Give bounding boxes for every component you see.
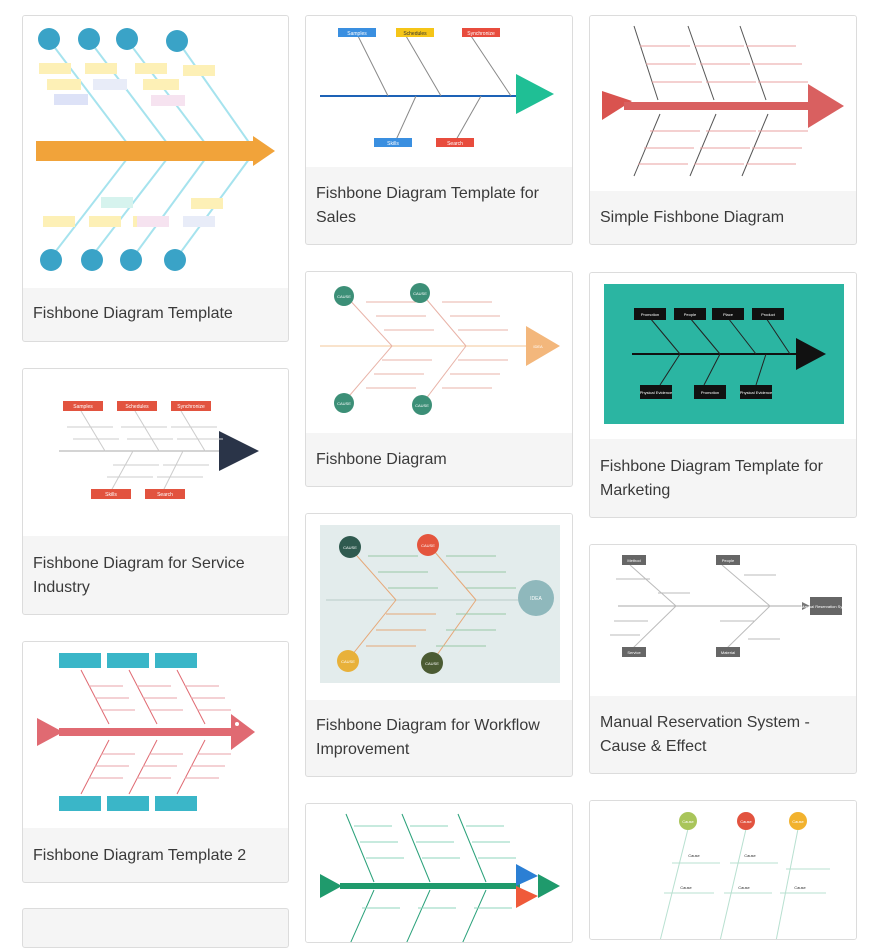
label-people: People [722,558,735,563]
template-thumbnail: Samples Schedules Synchronize Skills Sea… [23,369,288,536]
label-cause-3: Cause [792,819,804,824]
template-card-fishbone-marketing[interactable]: Promotion People Place Product Physical … [589,272,857,518]
label-service: Service [627,650,641,655]
template-thumbnail [23,16,288,288]
template-thumbnail [306,804,572,942]
template-card-fishbone-sales[interactable]: Samples Schedules Synchronize Skills Sea… [305,15,573,245]
template-thumbnail: Samples Schedules Synchronize Skills Sea… [306,16,572,167]
template-card-manual-reservation[interactable]: Method People Service Material Manual Re… [589,544,857,774]
template-title[interactable]: Fishbone Diagram Template 2 [33,847,247,864]
template-title[interactable]: Simple Fishbone Diagram [600,209,785,226]
label-cause-4: Cause [688,853,700,858]
label-cause-1: CAUSE [343,545,357,550]
template-card-fishbone-diagram[interactable]: CAUSE CAUSE CAUSE CAUSE IDEA Fishbone Di… [305,271,573,487]
label-samples: Samples [73,404,93,410]
template-title[interactable]: Fishbone Diagram Template for Sales [316,185,539,226]
template-card-fishbone-cause[interactable]: Cause Cause Cause Cause Cause Cause Caus… [589,800,857,940]
label-cause-1: Cause [682,819,694,824]
template-card-fishbone-diagram-template[interactable]: Fishbone Diagram Template [22,15,289,342]
label-promotion: Promotion [641,312,659,317]
label-place: Place [723,312,734,317]
label-cause-2: CAUSE [413,291,427,296]
label-search: Search [157,492,173,498]
label-cause-5: Cause [680,885,692,890]
template-title[interactable]: Fishbone Diagram [316,451,447,468]
label-cause-8: Cause [794,885,806,890]
label-skills: Skills [387,141,399,147]
label-cause-2: CAUSE [421,543,435,548]
label-cause-4: CAUSE [415,403,429,408]
label-cause-1: CAUSE [337,294,351,299]
label-skills: Skills [105,492,117,498]
label-cause-7: Cause [738,885,750,890]
label-schedules: Schedules [125,404,149,410]
label-synchronize: Synchronize [467,31,495,37]
template-card-fishbone-green[interactable] [305,803,573,943]
template-title[interactable]: Manual Reservation System - Cause & Effe… [600,714,810,755]
label-idea: IDEA [530,596,542,602]
label-schedules: Schedules [403,31,427,37]
template-thumbnail: Promotion People Place Product Physical … [590,273,856,439]
label-manual-reservation-system: Manual Reservation System [801,604,852,609]
label-search: Search [447,141,463,147]
template-thumbnail: CAUSE CAUSE CAUSE CAUSE IDEA [306,514,572,700]
template-card-fishbone-service-industry[interactable]: Samples Schedules Synchronize Skills Sea… [22,368,289,615]
template-thumbnail: Cause Cause Cause Cause Cause Cause Caus… [590,801,856,939]
label-physical-evidence: Physical Evidence [640,390,673,395]
label-cause-3: CAUSE [337,401,351,406]
label-physical-evidence-2: Physical Evidence [740,390,773,395]
label-people: People [684,312,697,317]
label-samples: Samples [347,31,367,37]
label-cause-2: Cause [740,819,752,824]
template-thumbnail: CAUSE CAUSE CAUSE CAUSE IDEA [306,272,572,433]
label-material: Material [721,650,735,655]
template-thumbnail [23,642,288,828]
template-card-partial[interactable] [22,908,289,948]
template-title[interactable]: Fishbone Diagram Template for Marketing [600,458,823,499]
label-cause-4: CAUSE [425,661,439,666]
label-product: Product [761,312,776,317]
label-synchronize: Synchronize [177,404,205,410]
label-method: Method [627,558,640,563]
template-thumbnail [590,16,856,191]
template-thumbnail: Method People Service Material Manual Re… [590,545,856,696]
template-card-simple-fishbone[interactable]: Simple Fishbone Diagram [589,15,857,245]
label-promotion-bottom: Promotion [701,390,719,395]
template-title[interactable]: Fishbone Diagram Template [33,305,233,322]
label-cause-6: Cause [744,853,756,858]
label-idea: IDEA [533,344,543,349]
template-card-fishbone-workflow[interactable]: CAUSE CAUSE CAUSE CAUSE IDEA Fishbone Di… [305,513,573,777]
template-title[interactable]: Fishbone Diagram for Workflow Improvemen… [316,717,540,758]
template-title[interactable]: Fishbone Diagram for Service Industry [33,555,245,596]
label-cause-3: CAUSE [341,659,355,664]
template-card-fishbone-template-2[interactable]: Fishbone Diagram Template 2 [22,641,289,883]
